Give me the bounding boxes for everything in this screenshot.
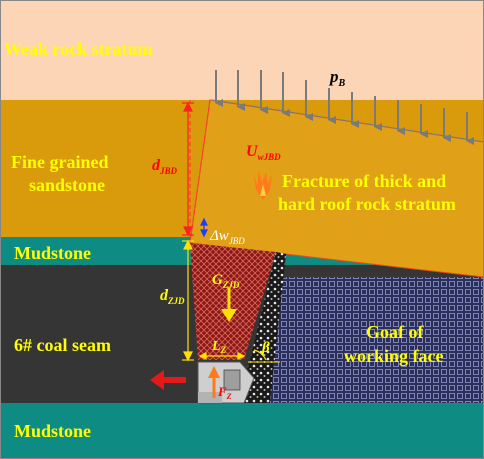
advance-arrow [150, 370, 186, 390]
mudstone-upper-label: Mudstone [14, 243, 91, 263]
dw-jbd-dimension [200, 217, 208, 238]
coal-seam-label: 6# coal seam [14, 335, 111, 355]
lz-dimension [198, 352, 246, 360]
fracture-label-1: Fracture of thick and [282, 171, 446, 191]
load-symbol: pB [328, 67, 346, 89]
load-line [211, 99, 484, 143]
d-zjd-dimension [182, 239, 194, 362]
fz-label: FZ [217, 384, 232, 401]
weak-rock-label: Weak rock stratum [4, 39, 153, 59]
goaf-label-1: Goaf of [366, 322, 424, 342]
fracture-edge-line [189, 99, 211, 244]
sandstone-label-1: Fine grained [11, 152, 109, 172]
lz-label: LZ [211, 339, 227, 355]
gravity-arrow [221, 288, 237, 322]
beta-label: β [261, 340, 270, 356]
goaf-region [268, 277, 484, 403]
displacement-arrow [254, 170, 272, 200]
load-arrows [215, 70, 474, 145]
rubble-strip [236, 252, 286, 403]
sandstone-label-2: sandstone [29, 175, 105, 195]
support-force-arrow [208, 366, 220, 398]
dw-jbd-label: ΔwJBD [209, 228, 245, 246]
d-jbd-label: dJBD [152, 157, 178, 176]
u-wjbd-label: UwJBD [246, 143, 281, 162]
fracture-label-2: hard roof rock stratum [278, 194, 456, 214]
beta-angle [248, 349, 280, 363]
mudstone-lower-layer [0, 403, 484, 459]
goaf-label-2: working face [344, 346, 443, 366]
d-zjd-label: dZJD [160, 287, 185, 306]
weak-rock-layer [0, 0, 484, 100]
d-jbd-dimension [182, 101, 194, 237]
g-zjd-label: GZJD [212, 272, 240, 290]
mudstone-lower-label: Mudstone [14, 421, 91, 441]
red-support-zone [190, 243, 276, 360]
